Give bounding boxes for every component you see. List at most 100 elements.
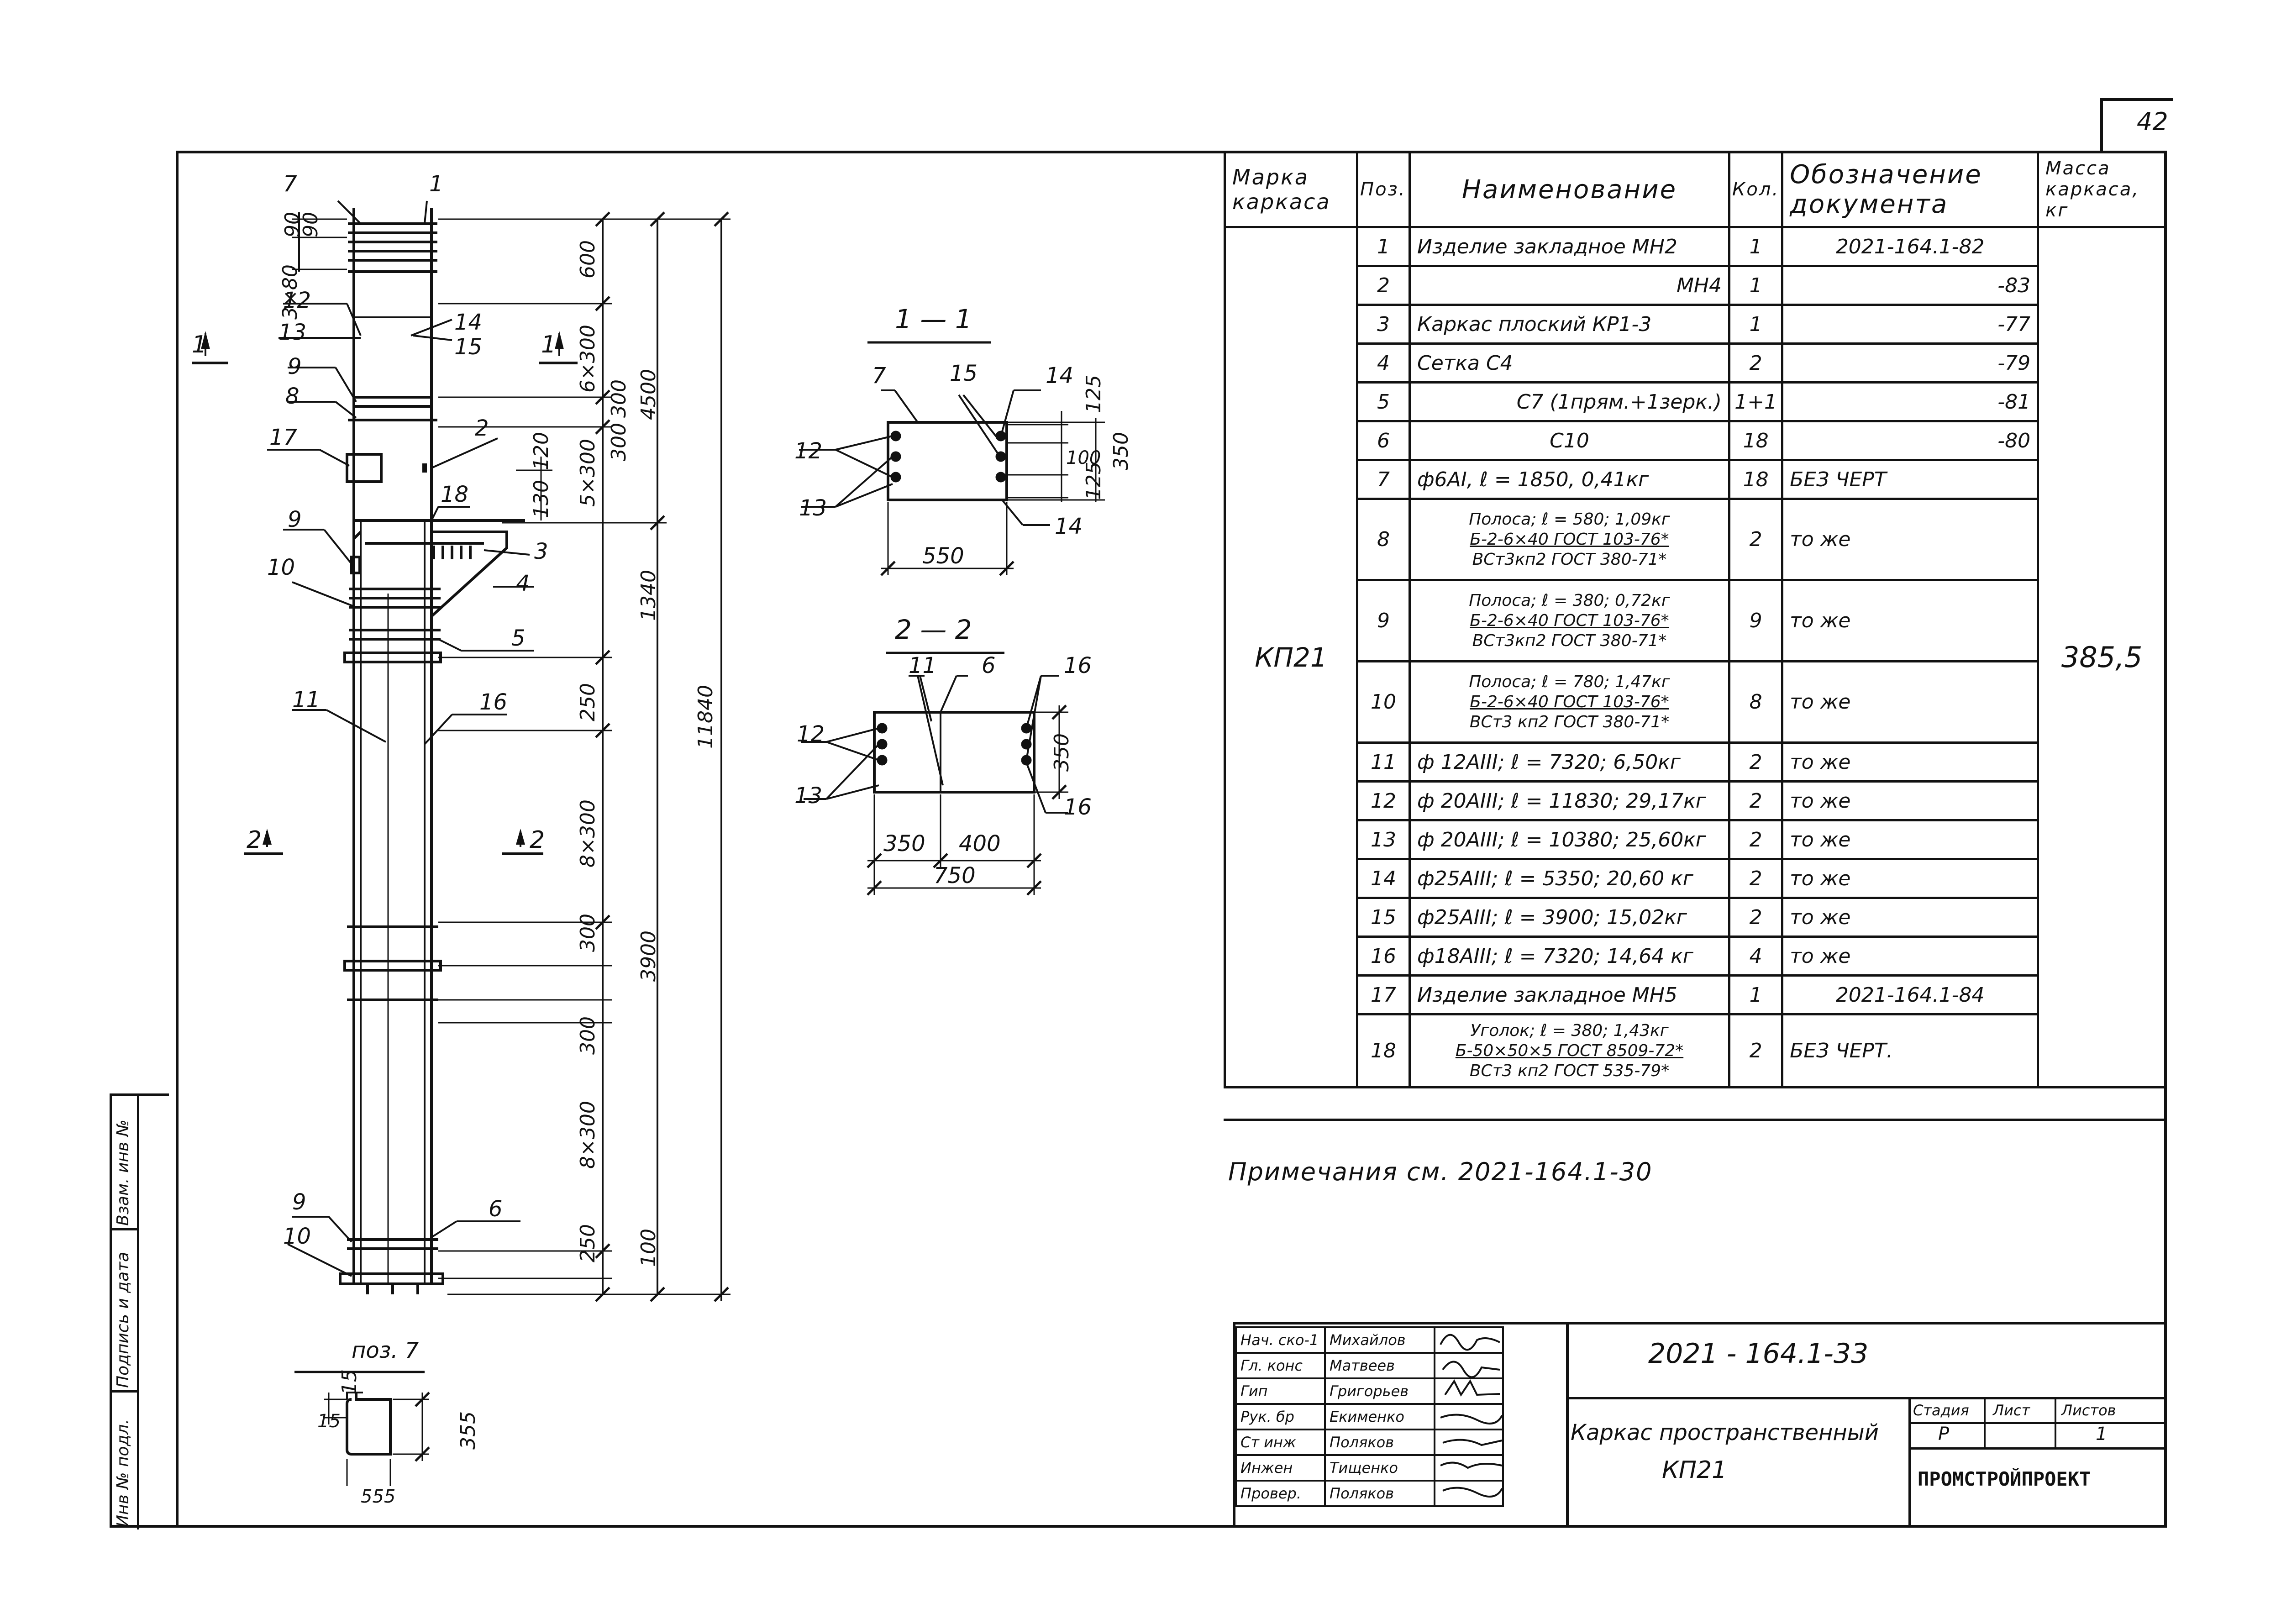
dim-90-b: 90 bbox=[299, 212, 322, 237]
stage-value: Р bbox=[1938, 1424, 1950, 1445]
spec-name: Изделие закладное МН2 bbox=[1409, 226, 1730, 267]
spec-row: 9 Полоса; ℓ = 380; 0,72кг Б-2-6×40 ГОСТ … bbox=[1225, 579, 2166, 662]
section-2-2-title: 2 — 2 bbox=[895, 614, 972, 645]
spec-pos: 3 bbox=[1356, 304, 1411, 345]
section-1-1-dim-125-a: 125 bbox=[1082, 375, 1105, 413]
spec-row: 10 Полоса; ℓ = 780; 1,47кг Б-2-6×40 ГОСТ… bbox=[1225, 660, 2166, 744]
spec-name-line3: ВСт3 кп2 ГОСТ 380-71* bbox=[1469, 712, 1670, 731]
pos-7-dim-15-left: 15 bbox=[317, 1411, 341, 1432]
mark-1: 1 bbox=[429, 171, 443, 197]
section-2-2-mark-16-top: 16 bbox=[1064, 653, 1092, 678]
staff-role: Ст инж bbox=[1235, 1429, 1326, 1456]
pos-7-dim-15-top: 15 bbox=[338, 1369, 361, 1395]
dim-300-b: 300 bbox=[607, 423, 631, 461]
side-stamp: Инв № подл. Подпись и дата Взам. инв № bbox=[110, 1093, 169, 1529]
spec-doc: БЕЗ ЧЕРТ bbox=[1781, 459, 2039, 500]
spec-qty: 2 bbox=[1728, 819, 1784, 860]
staff-role: Нач. ско-1 bbox=[1235, 1326, 1326, 1354]
spec-name: Сетка С4 bbox=[1409, 342, 1730, 384]
title-block-vline4 bbox=[2055, 1397, 2056, 1448]
section-2-2-drawing bbox=[801, 652, 1068, 896]
mark-18: 18 bbox=[441, 482, 469, 507]
spec-doc: то же bbox=[1781, 741, 2039, 783]
spec-name-line3: ВСт3 кп2 ГОСТ 535-79* bbox=[1469, 1061, 1670, 1080]
sheet-label: Лист bbox=[1993, 1402, 2030, 1419]
spec-name: ф 20АIII; ℓ = 10380; 25,60кг bbox=[1409, 819, 1730, 860]
spec-qty: 9 bbox=[1728, 579, 1784, 662]
section-1-1-mark-7: 7 bbox=[872, 363, 886, 389]
page-number: 42 bbox=[2137, 107, 2168, 136]
staff-name: Тищенко bbox=[1324, 1454, 1435, 1482]
section-2-2-mark-11: 11 bbox=[909, 653, 937, 678]
title-block-hline1 bbox=[1566, 1397, 2167, 1399]
column-elevation-drawing bbox=[192, 200, 731, 1302]
spec-row: 5 С7 (1прям.+1зерк.) 1+1 -81 bbox=[1225, 381, 2166, 422]
specification-table: Марка каркаса Поз. Наименование Кол. Обо… bbox=[1224, 151, 2167, 1088]
spec-doc: то же bbox=[1781, 780, 2039, 821]
spec-doc: то же bbox=[1781, 579, 2039, 662]
spec-row: 4 Сетка С4 2 -79 bbox=[1225, 342, 2166, 384]
mark-9-top: 9 bbox=[288, 354, 302, 379]
dim-3x80: 3×80 bbox=[279, 264, 302, 320]
section-2-2-mark-6: 6 bbox=[982, 653, 996, 678]
side-stamp-sep1 bbox=[112, 1228, 139, 1230]
page-number-box-top bbox=[2100, 98, 2173, 101]
section-2-2-mark-12: 12 bbox=[797, 721, 825, 747]
spec-doc: то же bbox=[1781, 858, 2039, 899]
spec-pos: 2 bbox=[1356, 265, 1411, 306]
spec-pos: 12 bbox=[1356, 780, 1411, 821]
spec-doc: то же bbox=[1781, 819, 2039, 860]
spec-name: С7 (1прям.+1зерк.) bbox=[1409, 381, 1730, 422]
mark-10-mid: 10 bbox=[267, 555, 295, 580]
pos-7-dim-555: 555 bbox=[361, 1486, 396, 1507]
staff-signature bbox=[1434, 1480, 1504, 1507]
spec-row: 17 Изделие закладное МН5 1 2021-164.1-84 bbox=[1225, 974, 2166, 1015]
table-bottom-rule bbox=[1224, 1119, 2167, 1121]
dim-250-a: 250 bbox=[576, 683, 599, 721]
section-2-2-dim-350: 350 bbox=[883, 831, 925, 857]
section-2-2-dim-750: 750 bbox=[934, 863, 976, 888]
staff-row: Провер.Поляков bbox=[1235, 1480, 1504, 1507]
spec-name: Полоса; ℓ = 380; 0,72кг Б-2-6×40 ГОСТ 10… bbox=[1409, 579, 1730, 662]
spec-qty: 2 bbox=[1728, 858, 1784, 899]
spec-mark-value: КП21 bbox=[1224, 226, 1358, 1088]
organization-name: ПРОМСТРОЙПРОЕКТ bbox=[1918, 1468, 2091, 1490]
section-1-1-mark-13: 13 bbox=[799, 495, 827, 521]
mark-16: 16 bbox=[479, 689, 508, 715]
spec-qty: 18 bbox=[1728, 420, 1784, 461]
dim-600: 600 bbox=[576, 240, 599, 279]
spec-qty: 1 bbox=[1728, 226, 1784, 267]
section-1-1-dim-350: 350 bbox=[1109, 432, 1133, 470]
spec-doc: 2021-164.1-84 bbox=[1781, 974, 2039, 1015]
cut-2-right: 2 bbox=[530, 826, 545, 854]
spec-name-line1: Полоса; ℓ = 380; 0,72кг bbox=[1469, 591, 1670, 610]
spec-qty: 8 bbox=[1728, 660, 1784, 744]
dim-100: 100 bbox=[637, 1229, 660, 1267]
spec-pos: 9 bbox=[1356, 579, 1411, 662]
title-block-hline3 bbox=[1908, 1447, 2167, 1450]
drawing-title-line1: Каркас пространственный bbox=[1571, 1420, 1879, 1445]
spec-doc: -80 bbox=[1781, 420, 2039, 461]
pos-7-title: поз. 7 bbox=[352, 1338, 419, 1363]
spec-pos: 1 bbox=[1356, 226, 1411, 267]
spec-qty: 18 bbox=[1728, 459, 1784, 500]
mark-7: 7 bbox=[283, 171, 297, 197]
mark-11: 11 bbox=[292, 687, 321, 713]
sheets-value: 1 bbox=[2096, 1424, 2108, 1445]
mark-15: 15 bbox=[454, 334, 483, 360]
mark-13: 13 bbox=[279, 320, 307, 345]
spec-pos: 8 bbox=[1356, 498, 1411, 581]
spec-name-line2: Б-2-6×40 ГОСТ 103-76* bbox=[1470, 530, 1669, 549]
spec-name: ф 20АIII; ℓ = 11830; 29,17кг bbox=[1409, 780, 1730, 821]
document-number: 2021 - 164.1-33 bbox=[1648, 1338, 1869, 1370]
page-number-box bbox=[2100, 98, 2103, 153]
dim-1340: 1340 bbox=[637, 570, 660, 621]
mark-3: 3 bbox=[534, 539, 548, 564]
spec-name: Каркас плоский КР1-3 bbox=[1409, 304, 1730, 345]
section-2-2-mark-13: 13 bbox=[794, 783, 823, 809]
spec-row: 8 Полоса; ℓ = 580; 1,09кг Б-2-6×40 ГОСТ … bbox=[1225, 498, 2166, 581]
spec-name-line2: Б-50×50×5 ГОСТ 8509-72* bbox=[1455, 1041, 1684, 1060]
spec-name: Полоса; ℓ = 580; 1,09кг Б-2-6×40 ГОСТ 10… bbox=[1409, 498, 1730, 581]
